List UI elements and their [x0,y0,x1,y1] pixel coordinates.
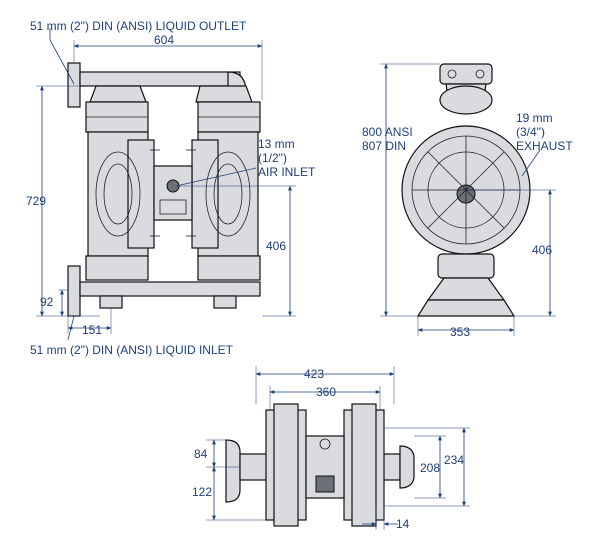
dim-front-width: 604 [154,33,174,47]
top-dimensions [206,366,470,530]
dim-top-overall: 423 [304,367,324,381]
air-inlet-label-3: AIR INLET [258,165,316,179]
dim-top-left-upper: 84 [194,447,208,461]
air-inlet-label-2: (1/2") [258,151,287,165]
dim-front-inlet-height: 92 [40,295,54,309]
dim-front-center-height: 406 [266,239,286,253]
dim-front-height: 729 [26,194,46,208]
top-view [225,403,415,527]
dim-top-bottom: 14 [396,517,410,531]
dim-top-right-outer: 234 [444,453,464,467]
inlet-label: 51 mm (2") DIN (ANSI) LIQUID INLET [30,343,234,357]
outlet-label: 51 mm (2") DIN (ANSI) LIQUID OUTLET [30,19,247,33]
front-view [67,62,261,317]
dim-top-left-lower: 122 [192,485,212,499]
dim-side-base-width: 353 [450,325,470,339]
height-din-label: 807 DIN [362,139,406,153]
exhaust-label-1: 19 mm [516,111,553,125]
dim-top-right-inner: 208 [420,461,440,475]
front-dimensions [36,28,296,341]
height-ansi-label: 800 ANSI [362,125,413,139]
air-inlet-label-1: 13 mm [258,137,295,151]
side-dimensions [380,63,556,336]
exhaust-label-3: EXHAUST [516,139,573,153]
dim-front-inlet-offset: 151 [82,323,102,337]
dim-side-center-height: 406 [532,243,552,257]
dim-top-inner: 360 [316,385,336,399]
exhaust-label-2: (3/4") [516,125,545,139]
